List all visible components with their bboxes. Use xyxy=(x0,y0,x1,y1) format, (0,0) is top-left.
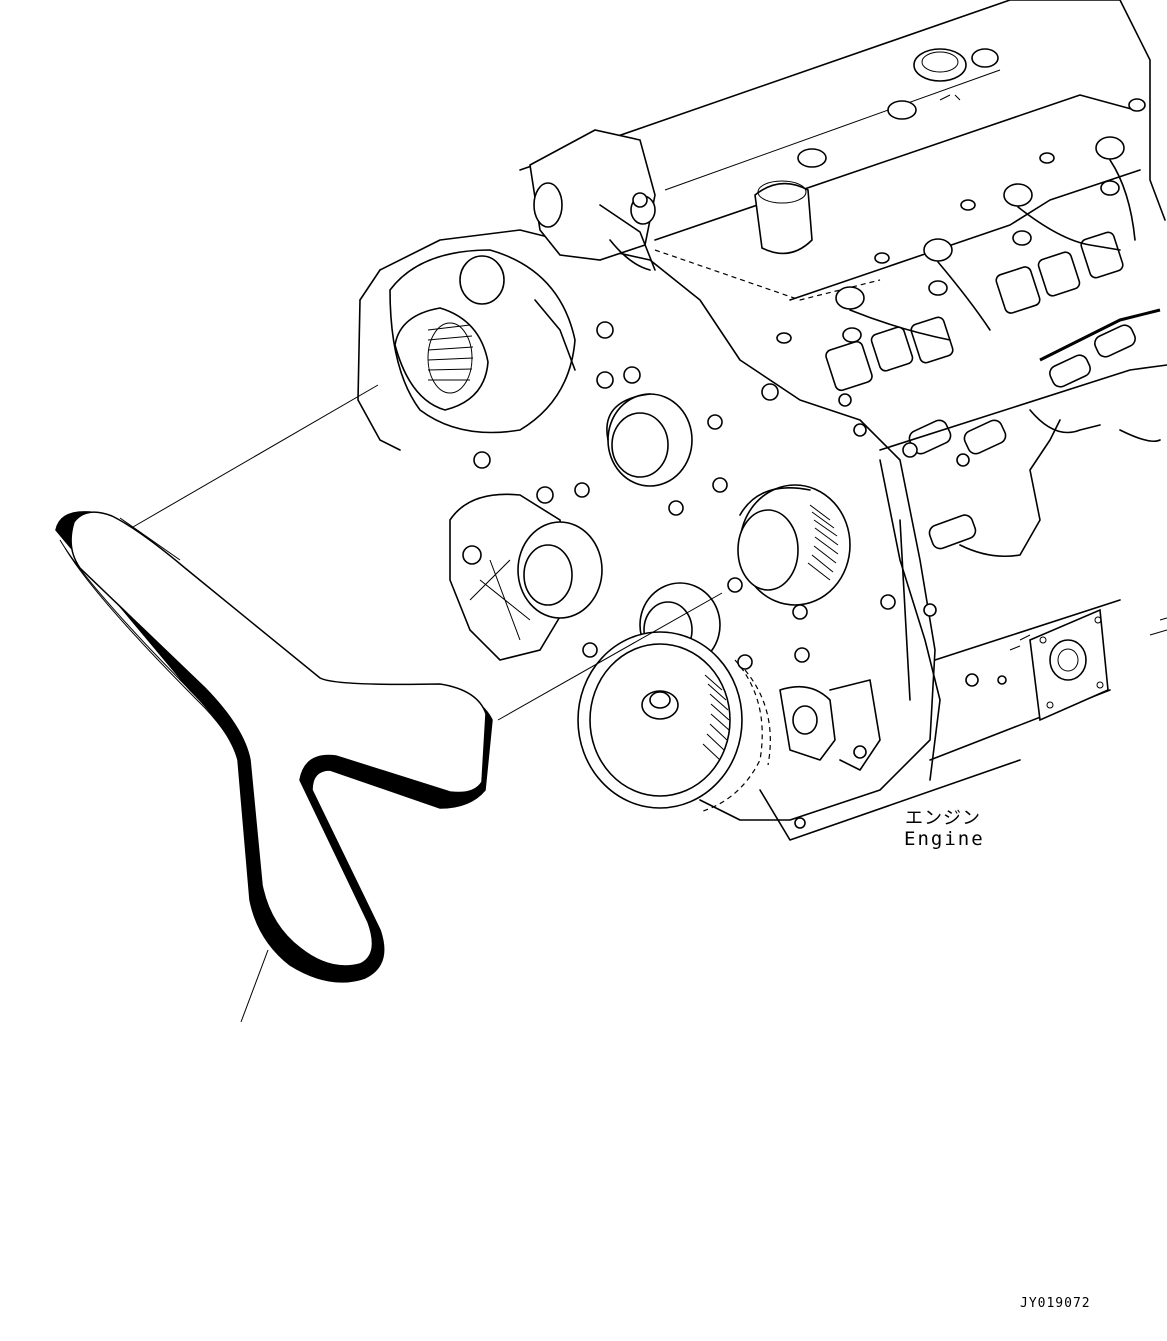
idler-pulley-upper xyxy=(606,393,693,487)
injector-row xyxy=(835,136,1136,343)
engine-label-english: Engine xyxy=(904,828,985,850)
water-pump-pulley xyxy=(737,484,851,606)
v-ribbed-belt xyxy=(55,511,493,983)
belt-tensioner xyxy=(449,493,603,661)
alternator xyxy=(389,249,576,434)
rail-sensors xyxy=(908,324,1136,550)
leader-lines xyxy=(132,384,723,1023)
drawing-code: JY019072 xyxy=(1020,1296,1091,1311)
crankshaft-pulley xyxy=(577,631,743,809)
engine-label-japanese: エンジン xyxy=(905,808,981,829)
engine-assembly xyxy=(357,0,1167,841)
housing-bolts xyxy=(473,192,1007,829)
